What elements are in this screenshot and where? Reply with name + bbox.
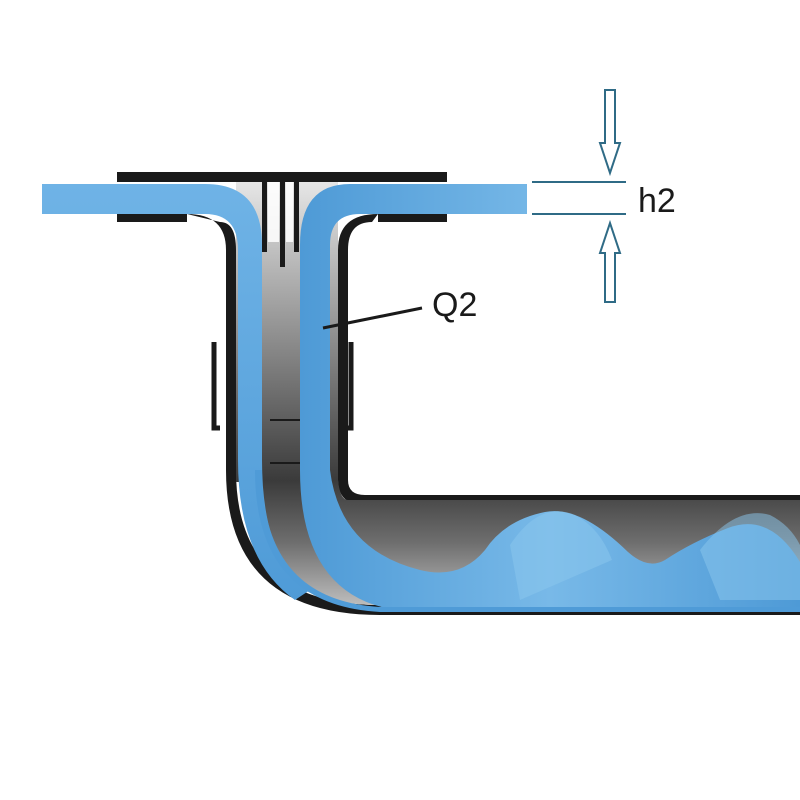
left-clamp xyxy=(211,342,220,431)
wave-highlight-1 xyxy=(510,511,612,600)
pipe-inner-wall xyxy=(338,214,800,505)
flow-leader-line xyxy=(322,306,423,330)
dimension-arrow-up-icon xyxy=(598,219,622,303)
water-inflow-left xyxy=(42,184,310,600)
wave-highlight-2 xyxy=(700,513,800,600)
flow-annotation: Q2 xyxy=(322,286,477,330)
right-clamp xyxy=(345,342,354,431)
grate-bar-1 xyxy=(262,182,267,252)
grate-slot-light-1 xyxy=(268,182,279,242)
gap-height-label: h2 xyxy=(638,182,676,220)
water-flow xyxy=(42,184,800,612)
grate-bar-3 xyxy=(294,182,299,252)
gap-dimension: h2 xyxy=(532,89,676,303)
top-flange xyxy=(117,172,447,182)
dimension-arrow-down-icon xyxy=(598,89,622,177)
grate-slot-light-2 xyxy=(286,182,293,242)
flow-label: Q2 xyxy=(432,286,477,324)
bottom-flange-right xyxy=(378,213,447,222)
grate-bar-2 xyxy=(280,182,285,267)
bottom-flange-left xyxy=(117,213,187,222)
